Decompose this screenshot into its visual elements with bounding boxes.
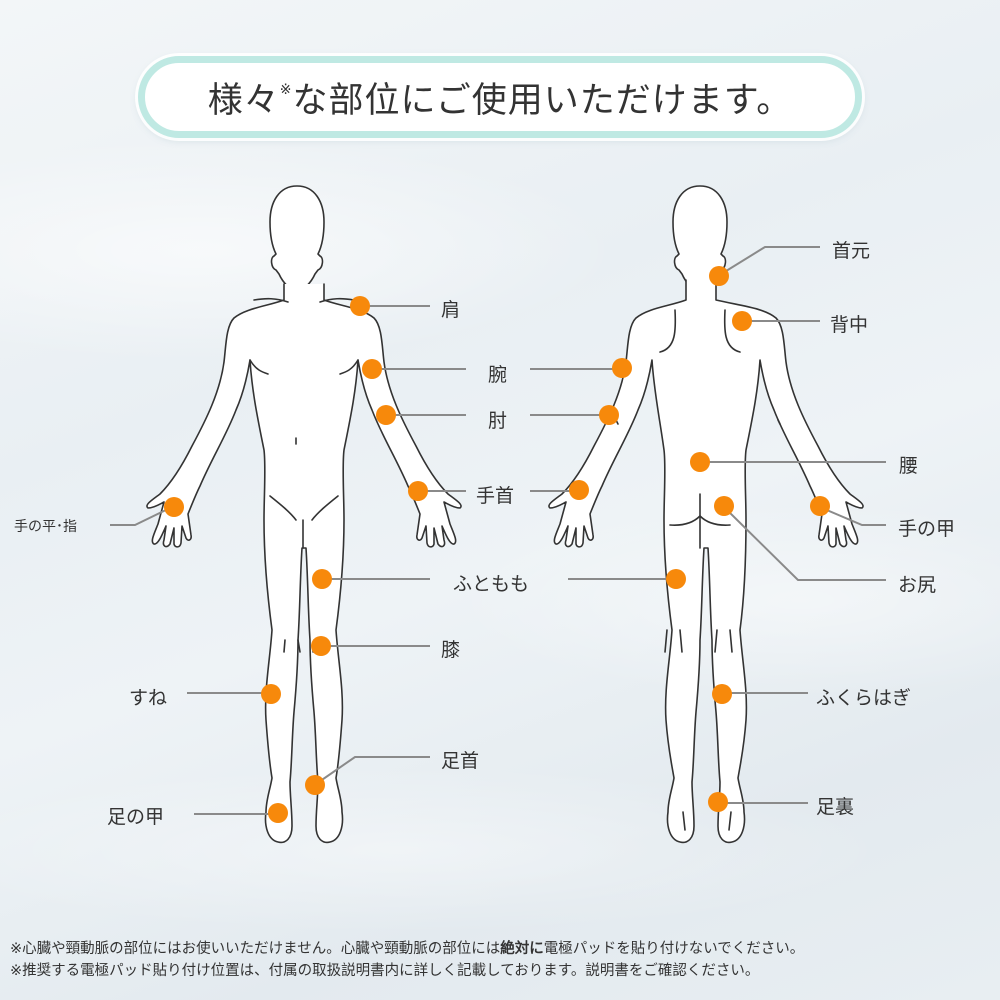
marker-buttocks — [714, 496, 734, 516]
back-body-figure — [548, 185, 864, 844]
label-shoulder: 肩 — [441, 299, 461, 321]
marker-sole — [708, 792, 728, 812]
footnote-2: ※推奨する電極パッド貼り付け位置は、付属の取扱説明書内に詳しく記載しております。… — [10, 963, 760, 979]
label-ankle: 足首 — [441, 750, 480, 772]
footnotes: ※心臓や頸動脈の部位にはお使いいただけません。心臓や頸動脈の部位には絶対に電極パ… — [10, 938, 804, 982]
marker-nape — [709, 266, 729, 286]
marker-lower-back — [690, 452, 710, 472]
label-nape: 首元 — [832, 240, 871, 262]
footnote-1-text: ※心臓や頸動脈の部位にはお使いいただけません。心臓や頸動脈の部位には — [10, 941, 501, 957]
title-prefix: 様々 — [207, 80, 280, 121]
marker-shin — [261, 684, 281, 704]
marker-back-wrist — [569, 480, 589, 500]
marker-back-elbow — [599, 405, 619, 425]
label-wrist: 手首 — [476, 485, 515, 507]
marker-thigh — [312, 569, 332, 589]
marker-elbow — [376, 405, 396, 425]
marker-back-upper-arm — [612, 358, 632, 378]
label-elbow: 肘 — [488, 410, 508, 432]
label-upper-arm: 腕 — [488, 364, 508, 386]
marker-instep — [268, 803, 288, 823]
marker-ankle — [305, 775, 325, 795]
leader-lines — [110, 246, 886, 815]
label-back: 背中 — [830, 314, 869, 336]
label-palm-fingers: 手の平･指 — [14, 519, 77, 535]
label-shin: すね — [129, 687, 168, 709]
footnote-1-emphasis: 絶対に — [500, 941, 544, 957]
title-banner: 様々※な部位にご使用いただけます。 — [138, 56, 862, 138]
footnote-1: ※心臓や頸動脈の部位にはお使いいただけません。心臓や頸動脈の部位には絶対に電極パ… — [10, 938, 804, 960]
markers — [164, 266, 830, 823]
marker-back-thigh — [666, 569, 686, 589]
footnote-1-text-end: 電極パッドを貼り付けないでください。 — [543, 941, 805, 957]
title-footnote-mark: ※ — [279, 81, 293, 98]
label-buttocks: お尻 — [898, 574, 937, 596]
marker-palm — [164, 497, 184, 517]
page-title: 様々※な部位にご使用いただけます。 — [208, 72, 793, 123]
label-instep: 足の甲 — [107, 806, 165, 828]
title-rest: な部位にご使用いただけます。 — [292, 80, 793, 121]
label-knee: 膝 — [441, 639, 461, 661]
marker-back — [732, 311, 752, 331]
marker-shoulder — [350, 296, 370, 316]
front-body-figure — [146, 185, 462, 844]
label-lower-back: 腰 — [899, 455, 919, 477]
marker-back-of-hand — [810, 496, 830, 516]
label-calf: ふくらはぎ — [816, 687, 912, 709]
marker-upper-arm — [362, 359, 382, 379]
marker-knee — [311, 636, 331, 656]
label-thigh: ふともも — [453, 573, 530, 595]
label-sole: 足裏 — [816, 796, 855, 818]
marker-wrist — [408, 481, 428, 501]
marker-calf — [712, 684, 732, 704]
label-back-of-hand: 手の甲 — [898, 518, 956, 540]
